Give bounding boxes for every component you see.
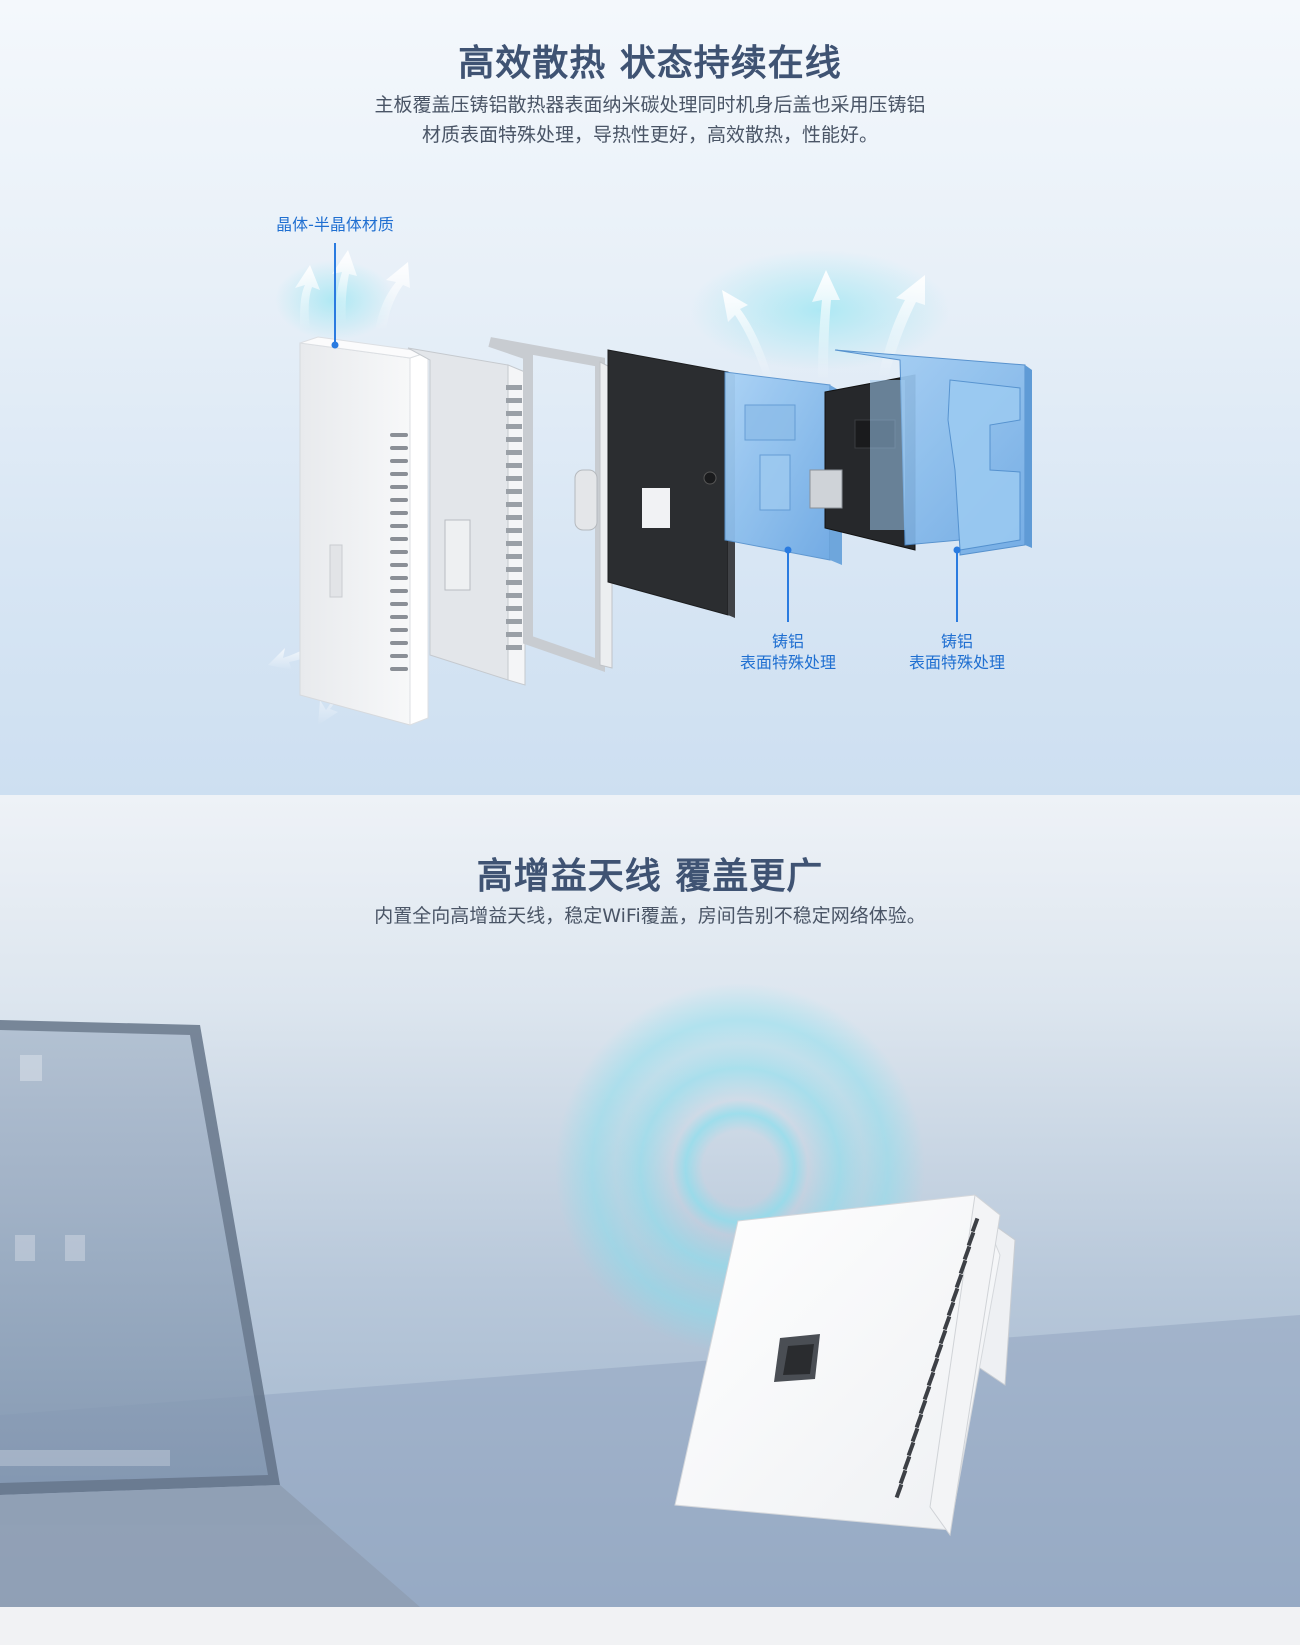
callout-cast-aluminum-1-line1: 铸铝 <box>771 632 804 651</box>
front-panel <box>299 336 429 726</box>
wall-access-point <box>674 1194 1016 1537</box>
callout-crystal-material: 晶体-半晶体材质 <box>276 215 394 234</box>
antenna-desc: 内置全向高增益天线，稳定WiFi覆盖，房间告别不稳定网络体验。 <box>374 905 926 927</box>
callout-cast-aluminum-1: 铸铝 表面特殊处理 <box>718 631 858 673</box>
airflow-arrows-right <box>690 250 950 380</box>
antenna-title: 高增益天线 覆盖更广 <box>476 856 824 897</box>
cast-aluminum-back-cover <box>834 349 1032 556</box>
callout-leaders <box>331 243 961 622</box>
heat-section: 高效散热 状态持续在线 主板覆盖压铸铝散热器表面纳米碳处理同时机身后盖也采用压铸… <box>0 0 1300 795</box>
callout-cast-aluminum-1-line2: 表面特殊处理 <box>739 653 836 672</box>
exploded-view-illustration <box>268 243 1032 726</box>
bottom-strip <box>0 1607 1300 1645</box>
cast-aluminum-heatsink-front <box>724 371 842 565</box>
callout-cast-aluminum-2-line2: 表面特殊处理 <box>908 653 1005 672</box>
heat-desc-line2: 材质表面特殊处理，导热性更好，高效散热，性能好。 <box>421 124 878 146</box>
laptop-blurred <box>0 1020 420 1607</box>
callout-cast-aluminum-2-line1: 铸铝 <box>940 632 973 651</box>
vent-slots <box>894 1217 980 1499</box>
inner-housing <box>407 347 526 686</box>
antenna-scene <box>0 983 1300 1607</box>
black-mainboard <box>607 349 735 618</box>
heat-title: 高效散热 状态持续在线 <box>458 43 842 84</box>
heat-desc-line1: 主板覆盖压铸铝散热器表面纳米碳处理同时机身后盖也采用压铸铝 <box>374 94 926 116</box>
callout-cast-aluminum-2: 铸铝 表面特殊处理 <box>887 631 1027 673</box>
antenna-section: 高增益天线 覆盖更广 内置全向高增益天线，稳定WiFi覆盖，房间告别不稳定网络体… <box>0 795 1300 1607</box>
